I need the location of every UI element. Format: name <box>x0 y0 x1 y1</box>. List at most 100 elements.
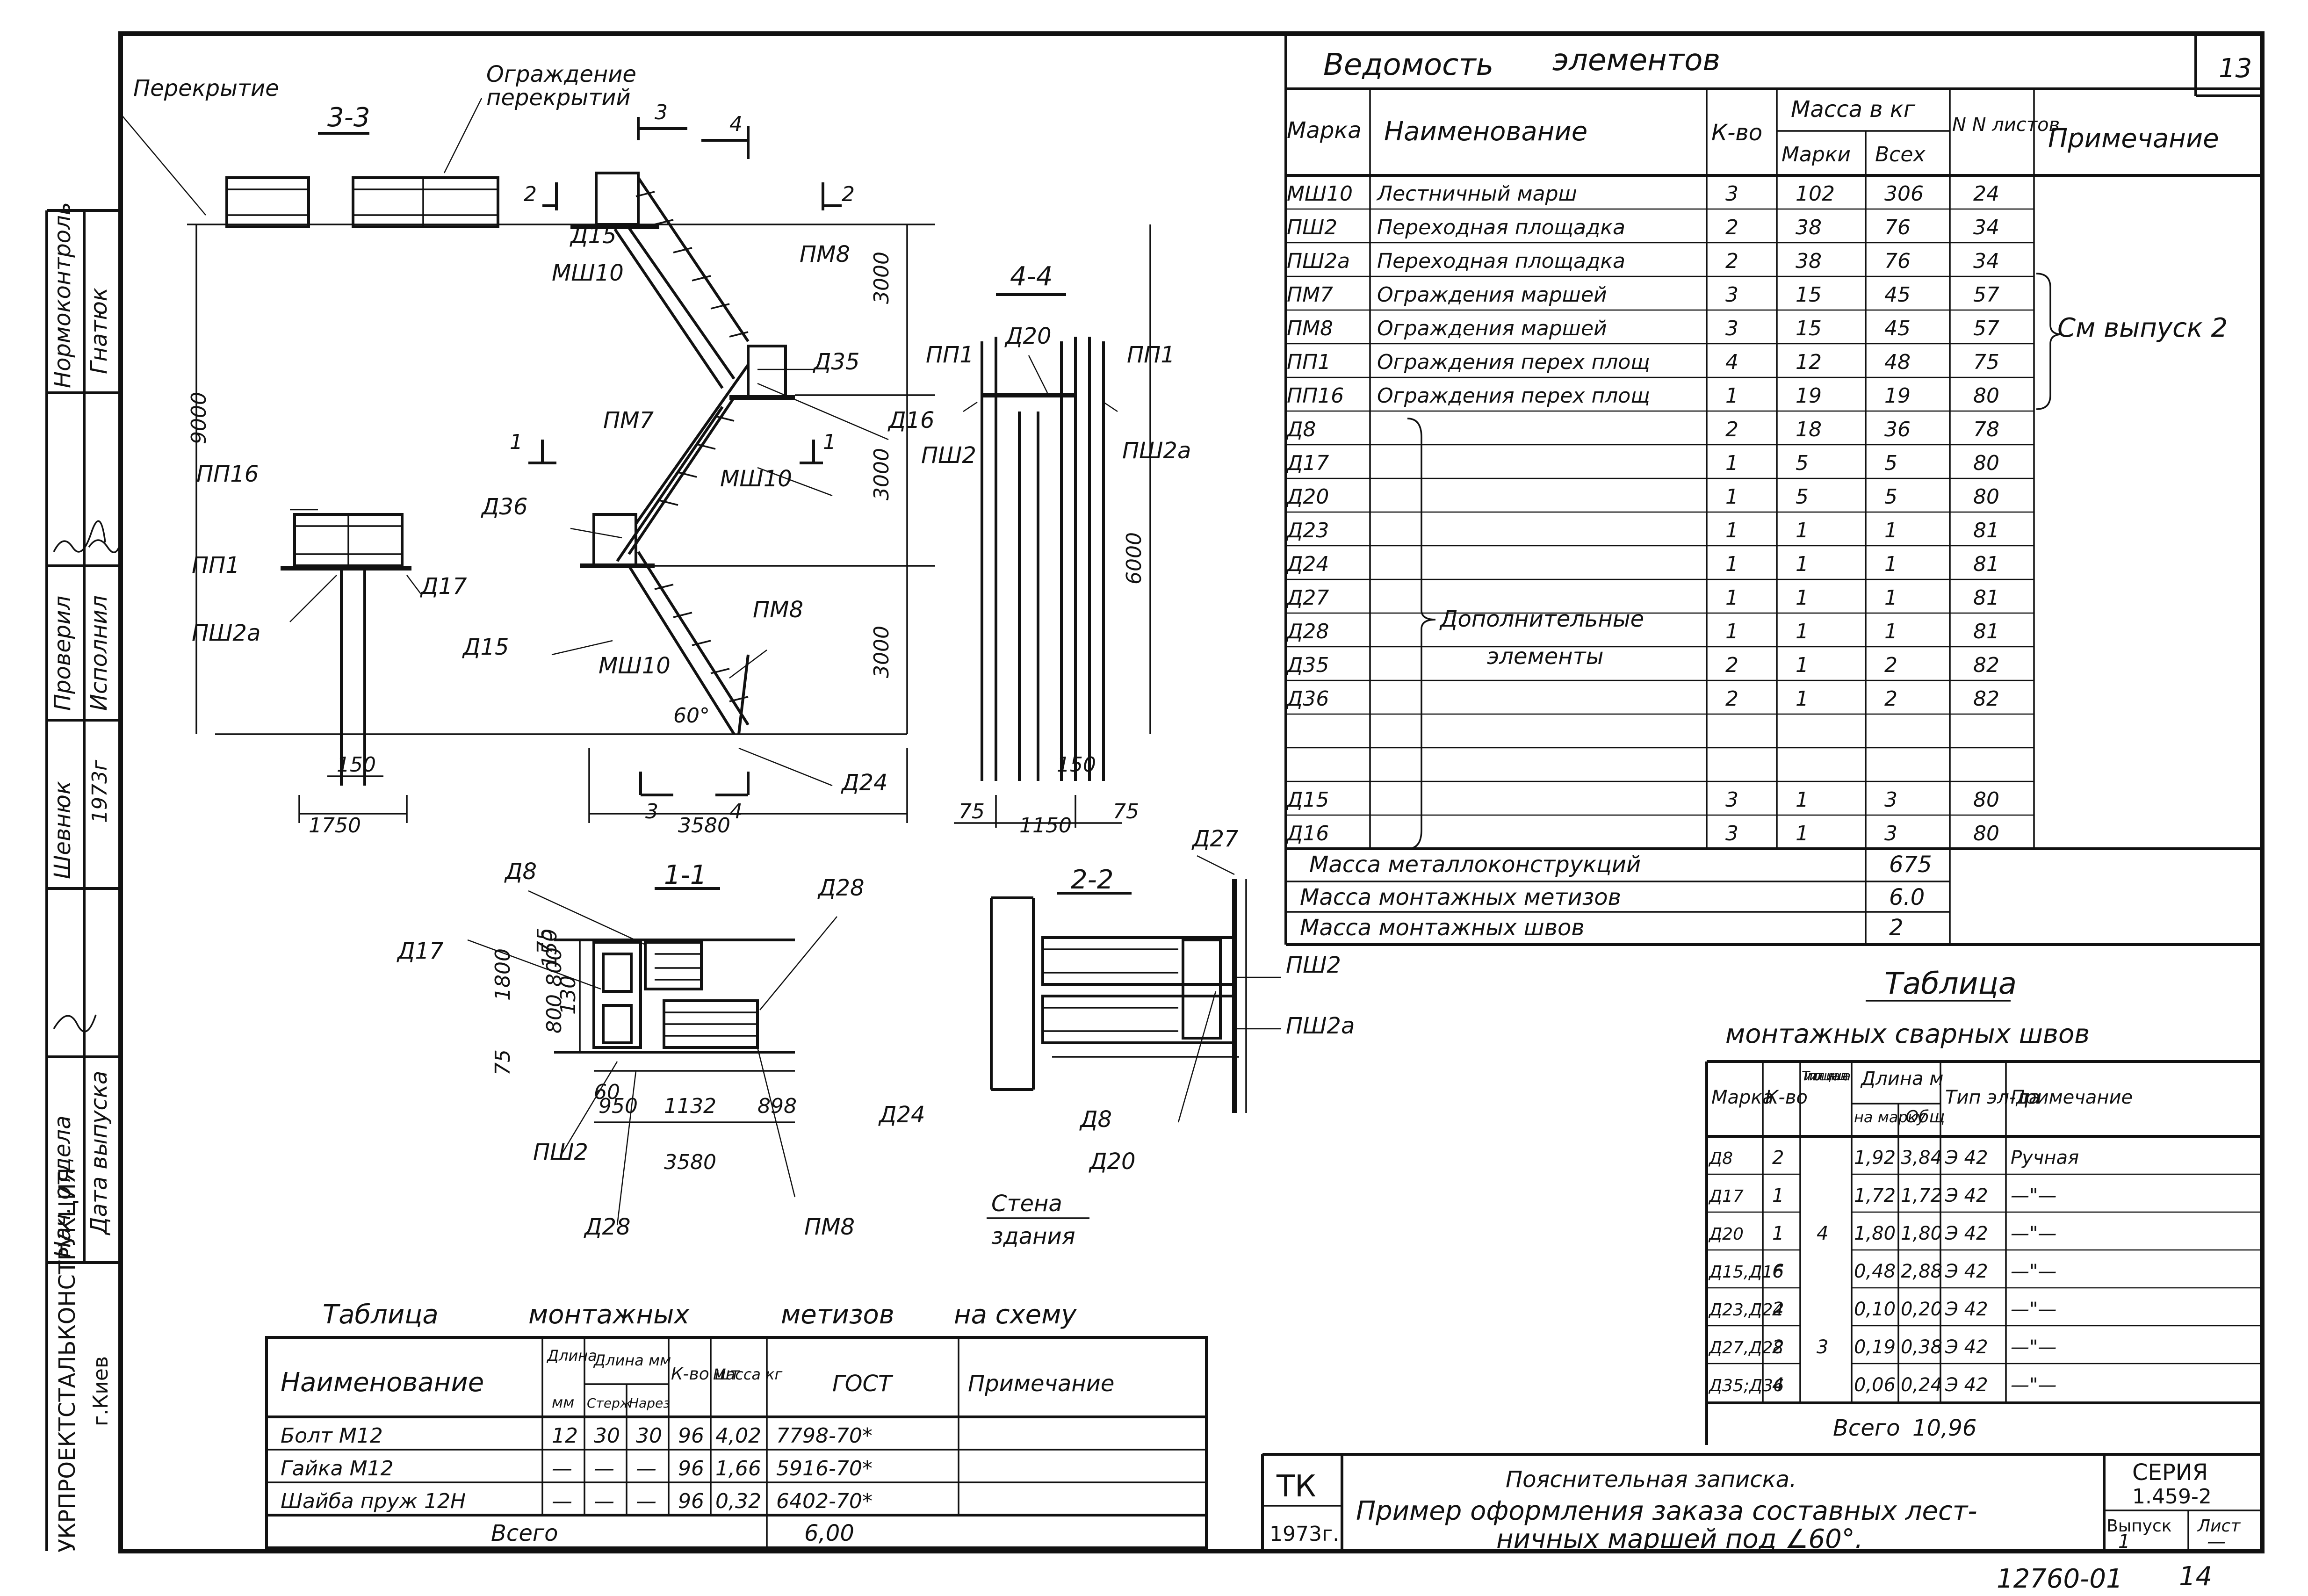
welds-cell: Д23,Д24 <box>1708 1300 1783 1320</box>
hw-title-4: на схему <box>954 1300 1077 1330</box>
dimension-value: 1132 <box>664 1094 716 1118</box>
hardware-table-grid <box>265 1336 1208 1549</box>
welds-total-value: 10,96 <box>1912 1415 1976 1441</box>
hardware-cell: — <box>594 1489 614 1513</box>
dimension-value: 60° <box>673 704 710 728</box>
dimension-value: 60 <box>594 1080 620 1104</box>
welds-cell: 0,19 <box>1854 1336 1896 1358</box>
elements-cell: Д16 <box>1286 822 1329 845</box>
stamp-head: Нач. отдела <box>50 1115 76 1258</box>
cut-3-top: 3 <box>655 101 668 124</box>
elements-cell: 1 <box>1796 788 1809 812</box>
elements-cell: Д27 <box>1286 586 1329 610</box>
elements-cell: 1 <box>1725 620 1738 643</box>
stamp-gnatyuk: Гнатюк <box>86 288 112 374</box>
dimension-value: 75 <box>959 800 985 823</box>
wall-label-2: здания <box>991 1223 1075 1249</box>
dimension-value: 800 <box>542 994 566 1033</box>
welds-cell: 3,84 <box>1901 1147 1942 1169</box>
hw-title-1: Таблица <box>323 1300 439 1330</box>
elements-table-rows <box>1286 208 2034 816</box>
elements-cell: 34 <box>1973 249 1999 273</box>
elements-cell: ПП16 <box>1287 384 1344 408</box>
elements-cell: 3 <box>1884 822 1897 845</box>
element-mark-label: Д8 <box>1079 1106 1112 1133</box>
dimension-value: 1750 <box>309 814 361 838</box>
sheet-value: — <box>2207 1531 2226 1553</box>
elements-cell: 3 <box>1725 283 1738 307</box>
welds-cell: Э 42 <box>1945 1374 1988 1396</box>
element-mark-label: МШ10 <box>599 653 671 679</box>
elements-cell: 3 <box>1725 182 1738 206</box>
welds-cell: —"— <box>2011 1261 2056 1282</box>
element-mark-label: ПП16 <box>196 461 259 487</box>
dimension-value: 1800 <box>491 948 515 1001</box>
welds-cell: 0,24 <box>1901 1374 1942 1396</box>
th-mass-one: Марки <box>1781 143 1851 166</box>
th-name: Наименование <box>1384 116 1587 147</box>
welds-cell: 4 <box>1817 1223 1828 1244</box>
element-mark-label: ПШ2а <box>1122 438 1191 464</box>
welds-total-label: Всего <box>1833 1415 1900 1441</box>
elements-cell: 75 <box>1973 350 1999 374</box>
hardware-cell: Шайба пруж 12Н <box>281 1489 466 1513</box>
hwth-mass: Масса кг <box>713 1365 783 1383</box>
hardware-cell: 6402-70* <box>776 1489 873 1513</box>
elements-cell: Д28 <box>1286 620 1329 643</box>
elements-title-2: элементов <box>1552 43 1720 78</box>
dimension-value: 1150 <box>1019 814 1072 838</box>
stamp-normcontrol: Нормоконтроль <box>50 202 76 388</box>
hwth-sterzh: Стерж <box>587 1395 632 1411</box>
wth-length: Длина м <box>1860 1068 1943 1090</box>
elements-cell: 3 <box>1725 788 1738 812</box>
elements-cell: 1 <box>1796 620 1809 643</box>
elements-cell: 2 <box>1725 216 1738 239</box>
dimension-value: 3000 <box>870 626 894 678</box>
welds-cell: Д8 <box>1708 1149 1733 1168</box>
title-line-3: ничных маршей под ∠60°. <box>1496 1524 1863 1554</box>
elements-cell: 15 <box>1796 283 1822 307</box>
hwth-qty: К-во шт <box>671 1365 740 1384</box>
hardware-cell: 96 <box>678 1424 704 1448</box>
elements-cell: 1 <box>1725 451 1738 475</box>
hwth-dlina2: Длина мм <box>593 1351 671 1369</box>
elements-cell: Переходная площадка <box>1377 249 1625 273</box>
element-mark-label: Д35 <box>813 349 860 375</box>
cut-1-right: 1 <box>823 430 836 454</box>
elements-cell: Д23 <box>1286 519 1329 542</box>
elements-cell: 81 <box>1973 519 1999 542</box>
hw-title-2: монтажных <box>528 1300 690 1330</box>
welds-cell: Д15,Д16 <box>1708 1263 1783 1282</box>
elements-cell: 24 <box>1973 182 1999 206</box>
element-mark-label: Д15 <box>570 223 617 249</box>
elements-cell: 2 <box>1725 653 1738 677</box>
welds-cell: Э 42 <box>1945 1336 1988 1358</box>
welds-cell: 2 <box>1772 1147 1784 1169</box>
wth-len-one: на марку <box>1854 1108 1926 1126</box>
elements-cell: 80 <box>1973 451 1999 475</box>
element-mark-label: Д27 <box>1191 826 1239 852</box>
dimension-value: 9000 <box>187 392 211 444</box>
dimension-value: 75 <box>491 1049 515 1076</box>
elements-cell: 76 <box>1884 249 1911 273</box>
welds-cell: 1 <box>1772 1223 1784 1244</box>
elements-cell: ПШ2 <box>1287 216 1337 239</box>
hardware-cell: — <box>636 1457 656 1480</box>
elements-cell: 1 <box>1884 519 1897 542</box>
element-mark-label: Д24 <box>878 1102 925 1128</box>
wth-len-all: Общ <box>1905 1107 1945 1127</box>
th-sheets: N N листов <box>1952 114 2060 136</box>
elements-cell: 1 <box>1884 586 1897 610</box>
dimension-value: 75 <box>1113 800 1139 823</box>
welds-cell: 1,80 <box>1901 1223 1942 1244</box>
element-mark-label: Д17 <box>420 573 467 599</box>
hwth-narez: Нарез <box>629 1395 670 1411</box>
dimension-value: 898 <box>757 1094 797 1118</box>
dimension-value: 3580 <box>664 1150 716 1174</box>
dimension-value: 3000 <box>870 448 894 500</box>
elements-cell: Ограждения маршей <box>1377 317 1607 340</box>
elements-cell: 34 <box>1973 216 1999 239</box>
elements-cell: 82 <box>1973 687 1999 711</box>
